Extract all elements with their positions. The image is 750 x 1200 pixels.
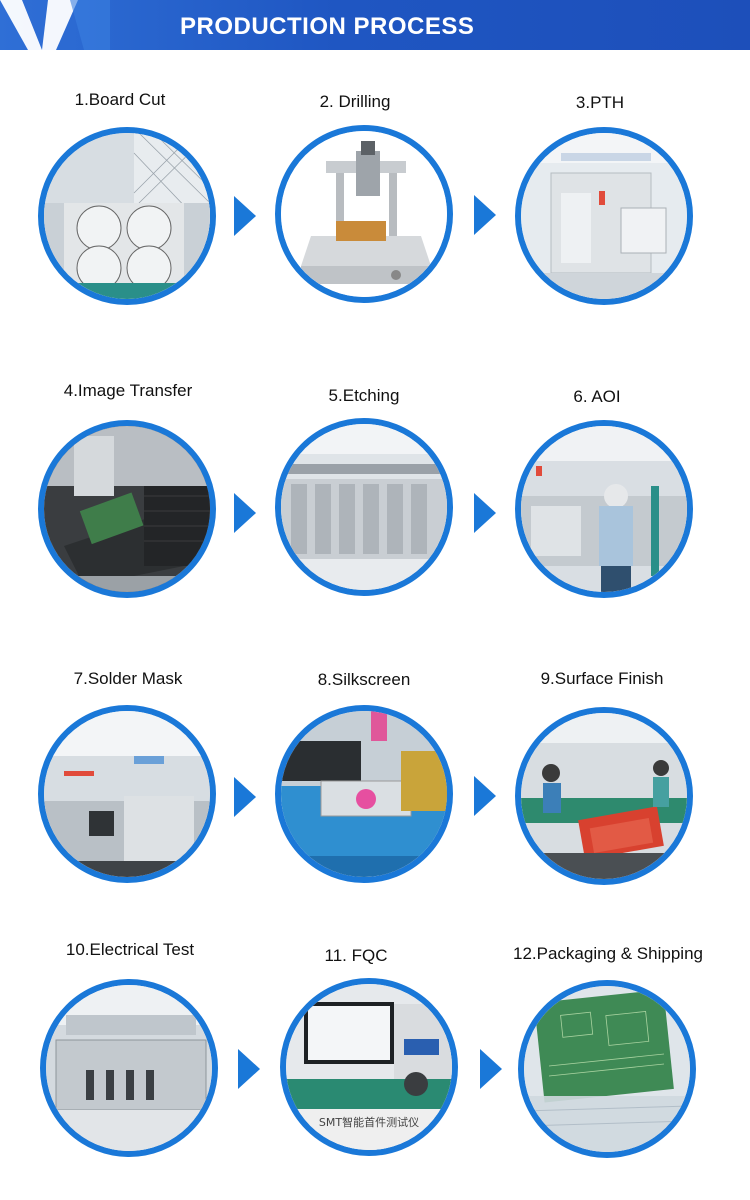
electrical-test-photo [40, 979, 218, 1157]
header-banner: PRODUCTION PROCESS [0, 0, 750, 50]
pth-line-photo [515, 127, 693, 305]
step-label-board-cut: 1.Board Cut [74, 90, 166, 109]
board-cut-photo [38, 127, 216, 305]
step-label-image-transfer: 4.Image Transfer [63, 381, 193, 400]
page-title: PRODUCTION PROCESS [180, 13, 475, 40]
step-label-packaging-shipping: 12.Packaging & Shipping [513, 944, 703, 963]
step-label-fqc: 11. FQC [324, 946, 388, 965]
step-label-etching: 5.Etching [328, 386, 400, 405]
v-shape-logo-icon [0, 0, 110, 50]
aoi-inspection-photo [515, 420, 693, 598]
step-label-pth: 3.PTH [575, 93, 625, 112]
solder-mask-photo [38, 705, 216, 883]
surface-finish-photo [515, 707, 693, 885]
arrow-right-icon [474, 195, 496, 235]
fqc-station-photo: SMT智能首件测试仪 [280, 978, 458, 1156]
step-label-aoi: 6. AOI [573, 387, 621, 406]
drilling-machine-photo [275, 125, 453, 303]
silkscreen-photo [275, 705, 453, 883]
step-label-silkscreen: 8.Silkscreen [317, 670, 411, 689]
arrow-right-icon [234, 777, 256, 817]
step-label-surface-finish: 9.Surface Finish [540, 669, 664, 688]
arrow-right-icon [480, 1049, 502, 1089]
step-label-electrical-test: 10.Electrical Test [65, 940, 195, 959]
fqc-machine-label: SMT智能首件测试仪 [318, 1116, 420, 1129]
arrow-right-icon [234, 196, 256, 236]
arrow-right-icon [474, 776, 496, 816]
packaging-photo [518, 980, 696, 1158]
arrow-right-icon [234, 493, 256, 533]
arrow-right-icon [474, 493, 496, 533]
step-label-drilling: 2. Drilling [319, 92, 391, 111]
etching-line-photo [275, 418, 453, 596]
image-transfer-photo [38, 420, 216, 598]
arrow-right-icon [238, 1049, 260, 1089]
step-label-solder-mask: 7.Solder Mask [73, 669, 183, 688]
